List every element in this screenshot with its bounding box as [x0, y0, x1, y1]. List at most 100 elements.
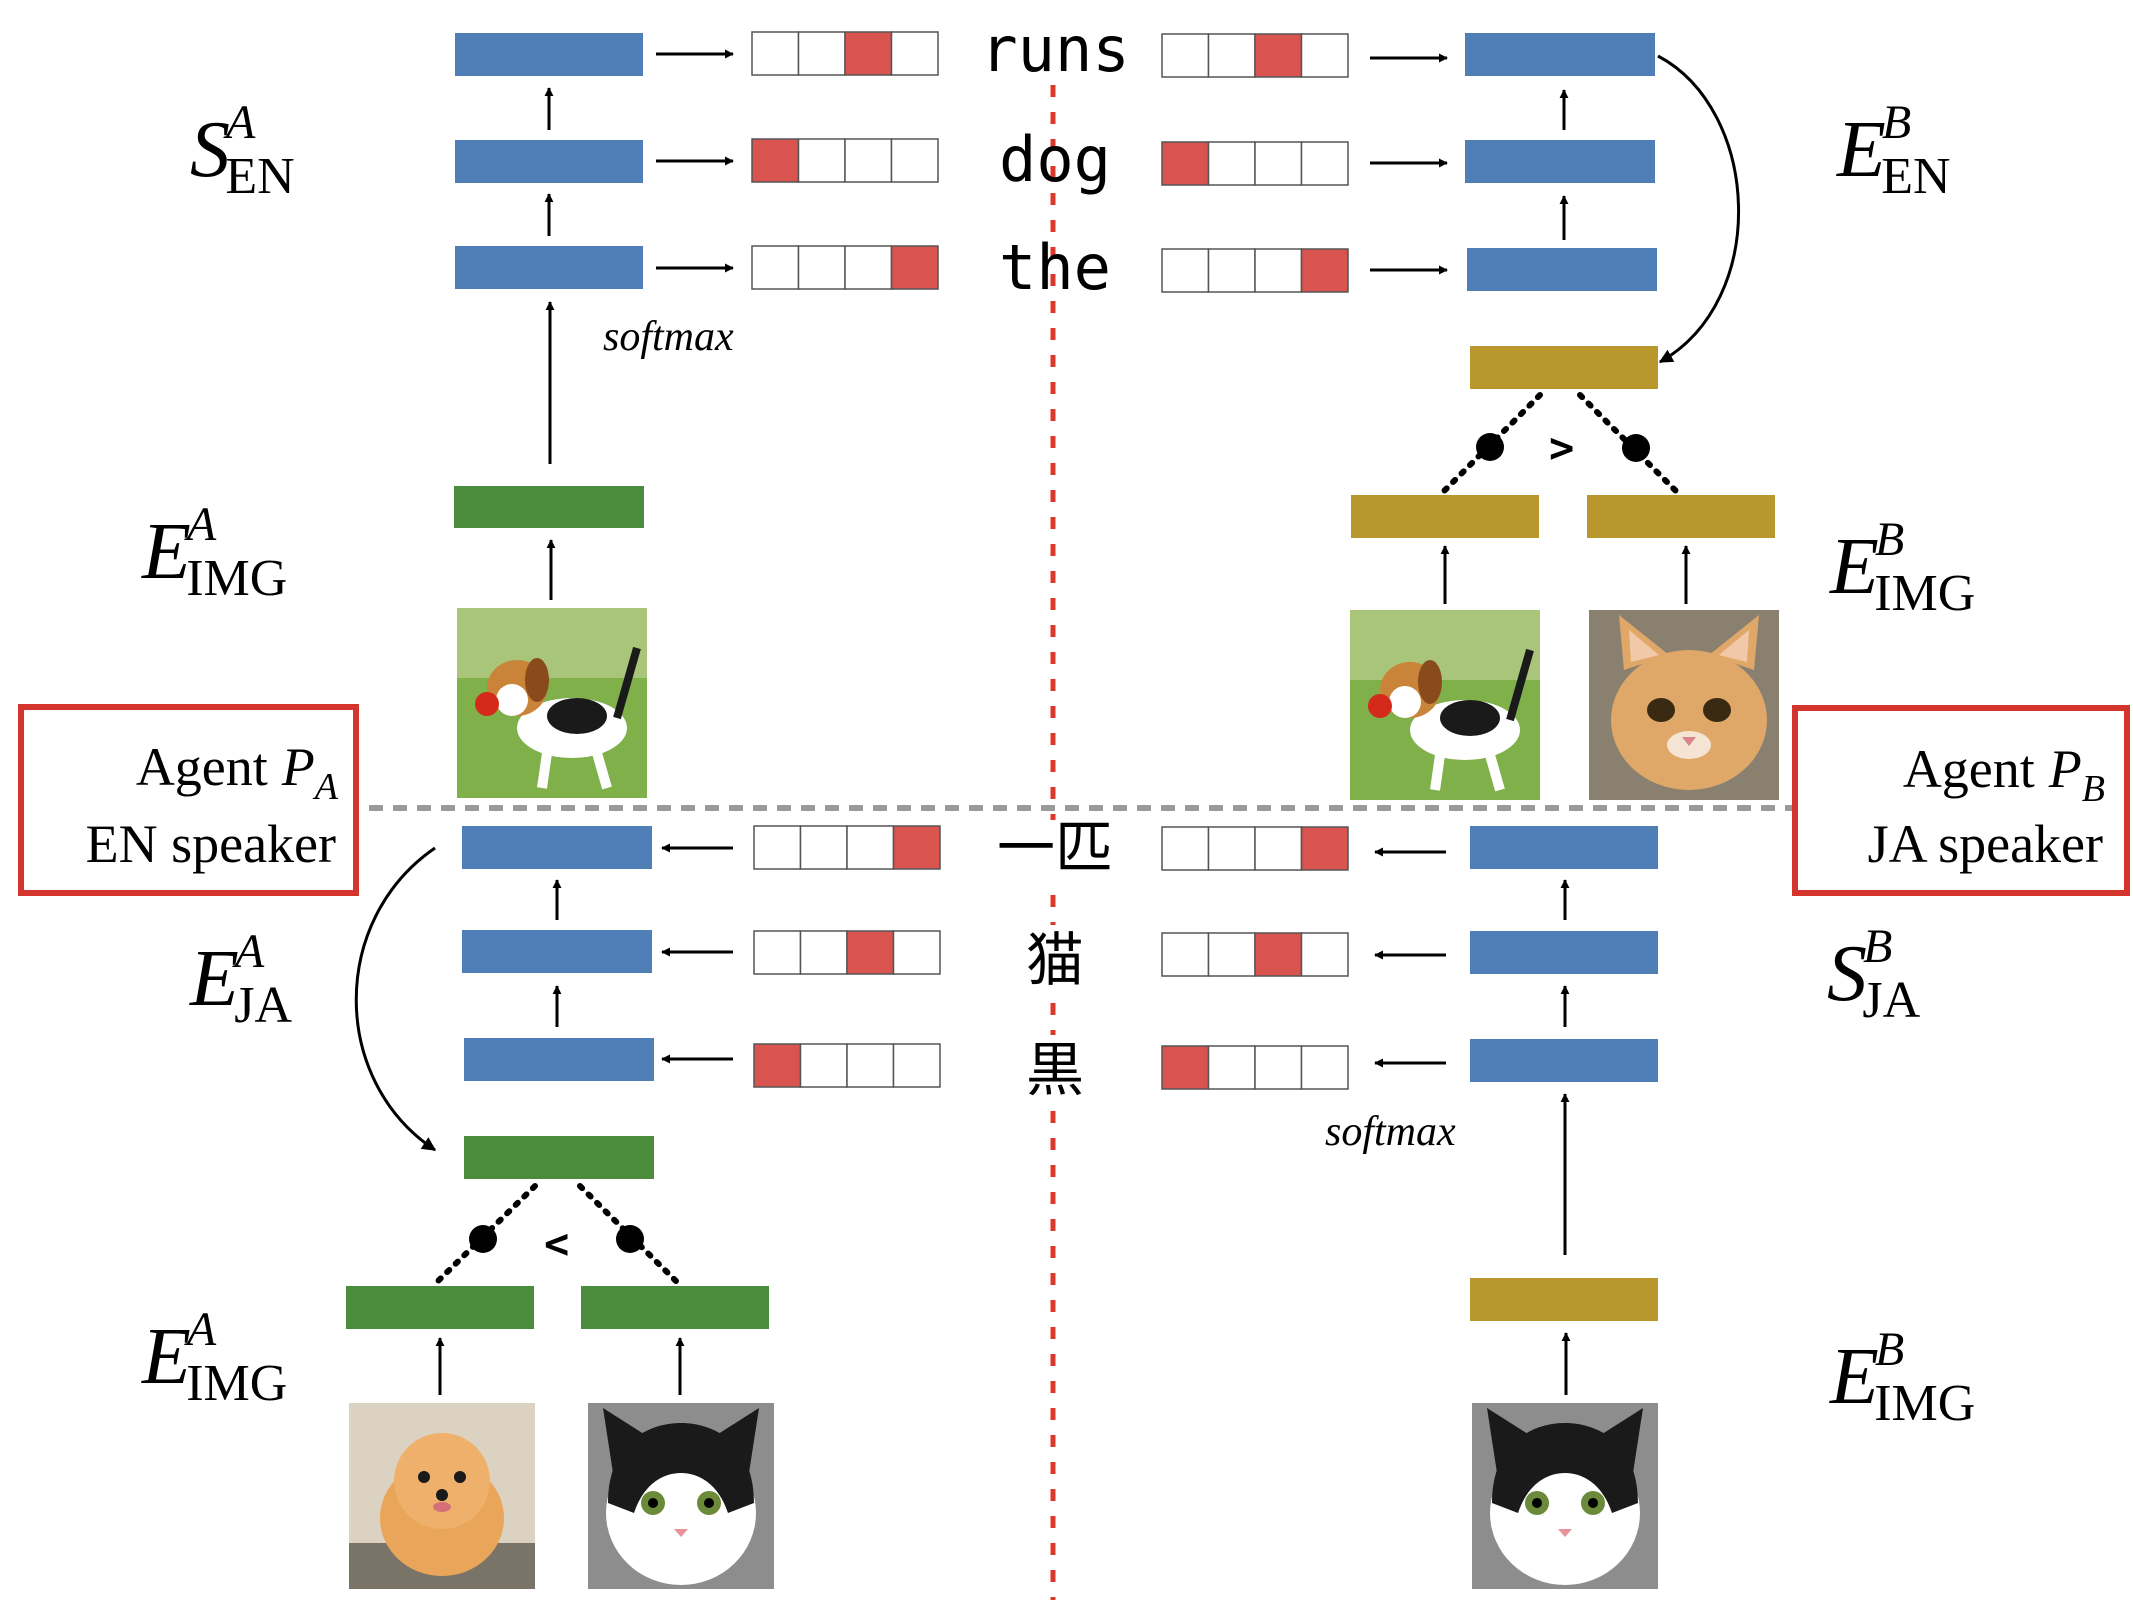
one-hot-vector — [1161, 1045, 1349, 1090]
one-hot-cell — [1254, 248, 1303, 293]
hidden-state-runs — [1465, 33, 1655, 76]
one-hot-cell — [846, 825, 895, 870]
one-hot-cell — [797, 138, 846, 183]
japanese-words: 一匹 猫 黒 — [990, 814, 1120, 1104]
orange-cat-image — [1589, 610, 1779, 800]
hidden-state-ichihiki — [1470, 826, 1658, 869]
one-hot-cell-active — [751, 138, 800, 183]
greater-than-symbol: > — [1549, 423, 1574, 472]
one-hot-vector — [751, 138, 939, 183]
one-hot-vector — [753, 825, 941, 870]
one-hot-cell — [751, 245, 800, 290]
one-hot-cell-active — [1254, 33, 1303, 78]
one-hot-vector — [1161, 33, 1349, 78]
one-hot-vector — [1161, 248, 1349, 293]
one-hot-cell — [1254, 1045, 1303, 1090]
one-hot-cell — [1300, 33, 1349, 78]
one-hot-vector — [751, 245, 939, 290]
one-hot-cell — [1207, 33, 1256, 78]
beagle-image — [1350, 610, 1540, 800]
one-hot-cell — [846, 1043, 895, 1088]
one-hot-cell — [1161, 248, 1210, 293]
listener-b-english: > — [1350, 33, 1779, 800]
one-hot-cell — [799, 930, 848, 975]
image-embedding-dog — [1351, 495, 1539, 538]
one-hot-cell — [1161, 33, 1210, 78]
hidden-state-neko — [1470, 931, 1658, 974]
hidden-state-ichihiki — [462, 826, 652, 869]
dot-product-node — [1622, 434, 1650, 462]
hidden-state-kuro — [1470, 1039, 1658, 1082]
word-kuro: 黒 — [1026, 1036, 1084, 1104]
one-hot-vector — [1161, 141, 1349, 186]
one-hot-cell — [751, 31, 800, 76]
one-hot-cell — [1207, 248, 1256, 293]
one-hot-cell — [799, 1043, 848, 1088]
sentence-embedding-a — [464, 1136, 654, 1179]
dotted-link — [577, 1183, 680, 1285]
one-hot-cell — [753, 930, 802, 975]
one-hot-cell-active — [846, 930, 895, 975]
one-hot-vector — [1161, 826, 1349, 871]
dotted-link — [434, 1183, 538, 1285]
one-hot-cell — [753, 825, 802, 870]
word-ichihiki: 一匹 — [997, 814, 1113, 882]
one-hot-cell-active — [753, 1043, 802, 1088]
listener-a-japanese: < — [346, 826, 774, 1589]
image-embedding-a — [454, 486, 644, 528]
word-the: the — [999, 231, 1111, 304]
image-embedding-bw-cat — [581, 1286, 769, 1329]
hidden-state-neko — [462, 930, 652, 973]
one-hot-cell — [797, 31, 846, 76]
one-hot-vectors — [751, 31, 1349, 1090]
one-hot-cell — [1161, 932, 1210, 977]
one-hot-cell-active — [1161, 141, 1210, 186]
one-hot-cell-active — [1254, 932, 1303, 977]
speaker-a-english: softmax — [454, 33, 734, 798]
one-hot-cell-active — [1161, 1045, 1210, 1090]
one-hot-cell — [1254, 141, 1303, 186]
one-hot-cell — [1207, 141, 1256, 186]
hidden-state-kuro — [464, 1038, 654, 1081]
one-hot-cell-active — [1300, 826, 1349, 871]
dot-product-node — [616, 1225, 644, 1253]
one-hot-cell — [1207, 932, 1256, 977]
less-than-symbol: < — [544, 1219, 569, 1268]
dot-product-node — [1476, 433, 1504, 461]
hidden-state-dog — [455, 140, 643, 183]
curved-arrow — [1657, 54, 1741, 364]
one-hot-vector — [753, 1043, 941, 1088]
one-hot-cell — [892, 930, 941, 975]
one-hot-cell-active — [890, 245, 939, 290]
one-hot-cell — [1207, 826, 1256, 871]
hidden-state-the — [455, 246, 643, 289]
speaker-b-japanese: softmax — [1325, 826, 1658, 1589]
image-embedding-pomeranian — [346, 1286, 534, 1329]
one-hot-vector — [753, 930, 941, 975]
one-hot-vector — [751, 31, 939, 76]
hidden-state-dog — [1465, 140, 1655, 183]
one-hot-cell-active — [892, 825, 941, 870]
one-hot-cell — [1207, 1045, 1256, 1090]
one-hot-cell — [892, 1043, 941, 1088]
curved-arrow — [354, 846, 437, 1152]
word-neko: 猫 — [1026, 926, 1084, 994]
one-hot-cell — [1161, 826, 1210, 871]
hidden-state-runs — [455, 33, 643, 76]
agent-a-role: EN speaker — [86, 814, 336, 874]
one-hot-cell — [1300, 932, 1349, 977]
one-hot-cell — [799, 825, 848, 870]
bw-cat-image — [588, 1403, 774, 1589]
